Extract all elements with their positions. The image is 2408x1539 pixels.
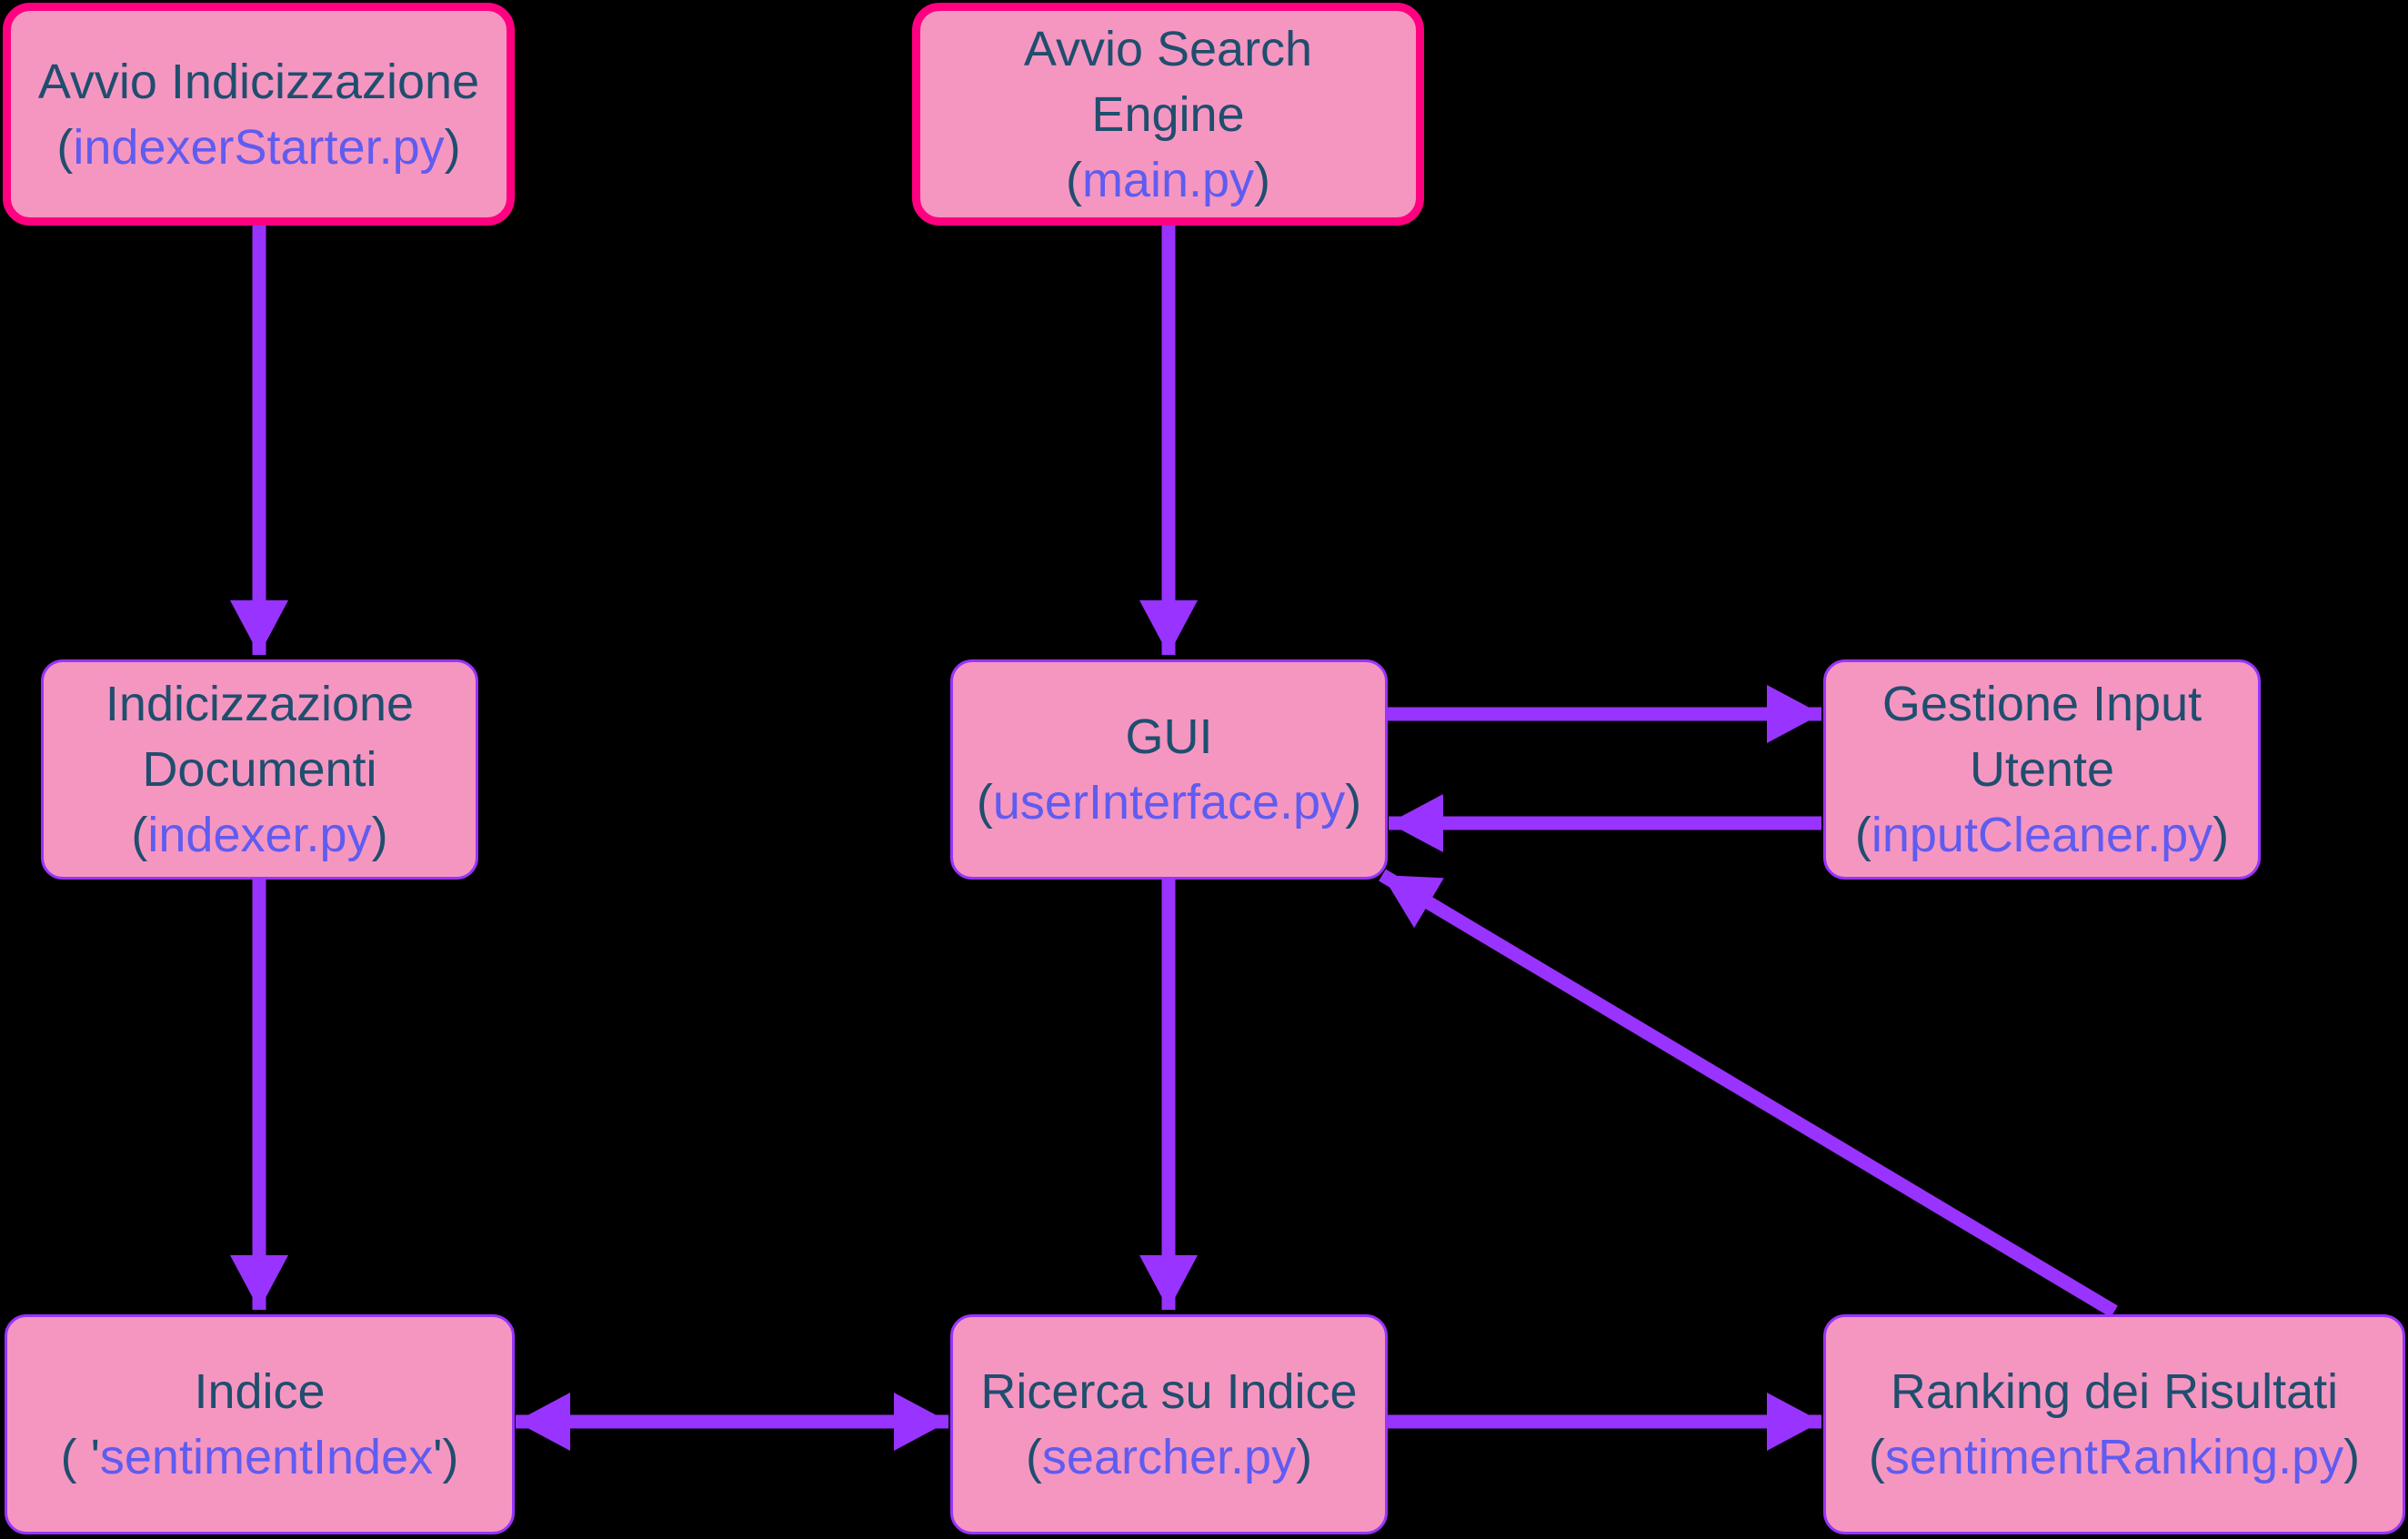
node-file-name: indexer.py bbox=[147, 808, 372, 862]
node-label: Ranking dei Risultati bbox=[1890, 1364, 2339, 1419]
node-file-name: sentimentRanking.py bbox=[1884, 1430, 2344, 1484]
node-file-name: inputCleaner.py bbox=[1871, 808, 2213, 862]
node-file-name: main.py bbox=[1081, 152, 1255, 207]
node-avvio-search-engine: Avvio Search Engine (main.py) bbox=[912, 3, 1424, 226]
node-file-name: sentimentIndex bbox=[99, 1430, 434, 1484]
node-ranking-risultati: Ranking dei Risultati (sentimentRanking.… bbox=[1823, 1314, 2405, 1534]
node-gestione-input-utente: Gestione Input Utente (inputCleaner.py) bbox=[1823, 659, 2261, 880]
node-label: Utente bbox=[1969, 742, 2115, 797]
node-file-name: searcher.py bbox=[1041, 1430, 1297, 1484]
node-label: Indice bbox=[194, 1364, 326, 1419]
node-label: Engine bbox=[1091, 86, 1245, 142]
node-label: GUI bbox=[1125, 709, 1213, 764]
node-label: Documenti bbox=[142, 742, 377, 797]
node-label: Gestione Input bbox=[1881, 677, 2202, 731]
node-avvio-indicizzazione: Avvio Indicizzazione (indexerStarter.py) bbox=[3, 3, 515, 226]
node-label: Ricerca su Indice bbox=[980, 1364, 1358, 1419]
edge-ranking-to-gui bbox=[1379, 869, 2118, 1318]
node-file-name: indexerStarter.py bbox=[73, 119, 445, 175]
node-label: Avvio Indicizzazione bbox=[37, 54, 480, 109]
node-ricerca-su-indice: Ricerca su Indice (searcher.py) bbox=[950, 1314, 1388, 1534]
node-indice: Indice ( 'sentimentIndex') bbox=[5, 1314, 515, 1534]
node-gui: GUI (userInterface.py) bbox=[950, 659, 1388, 880]
node-label: Avvio Search bbox=[1023, 21, 1313, 76]
node-indicizzazione-documenti: Indicizzazione Documenti (indexer.py) bbox=[41, 659, 478, 880]
node-file-name: userInterface.py bbox=[992, 775, 1346, 830]
node-label: Indicizzazione bbox=[105, 677, 415, 731]
